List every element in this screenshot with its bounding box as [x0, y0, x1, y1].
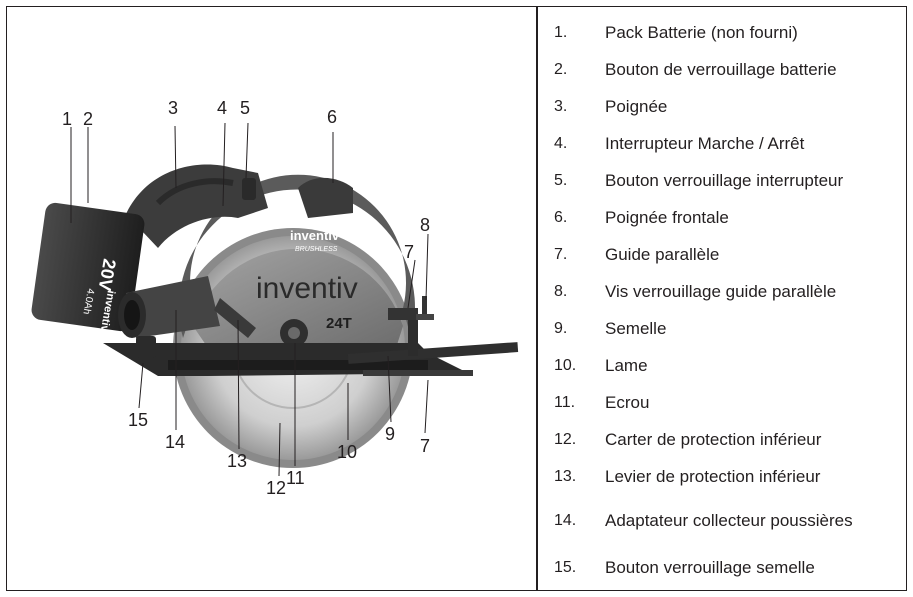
- legend-number: 10.: [554, 357, 577, 374]
- battery-capacity: 4.0Ah: [81, 287, 96, 315]
- legend-number: 7.: [554, 246, 568, 263]
- callout-2: 2: [83, 109, 93, 129]
- legend-item: 1. Pack Batterie (non fourni): [538, 22, 904, 44]
- legend-item: 3. Poignée: [538, 96, 904, 118]
- callout-11: 11: [286, 468, 305, 488]
- callout-13: 13: [227, 451, 247, 471]
- parts-legend: 1. Pack Batterie (non fourni) 2. Bouton …: [538, 8, 904, 589]
- legend-number: 14.: [554, 512, 577, 529]
- legend-label: Poignée frontale: [605, 208, 729, 227]
- legend-number: 8.: [554, 283, 568, 300]
- legend-item: 5. Bouton verrouillage interrupteur: [538, 170, 904, 192]
- legend-number: 1.: [554, 24, 568, 41]
- legend-number: 3.: [554, 98, 568, 115]
- callout-15: 15: [128, 410, 148, 430]
- callout-7-bottom: 7: [420, 436, 430, 456]
- legend-label: Bouton de verrouillage batterie: [605, 60, 837, 79]
- legend-label: Bouton verrouillage semelle: [605, 558, 815, 577]
- callout-10: 10: [337, 442, 357, 462]
- legend-label: Guide parallèle: [605, 245, 720, 264]
- battery-pack: 20V 4.0Ah inventiv: [31, 202, 145, 333]
- parallel-guide: [347, 308, 519, 376]
- legend-label: Pack Batterie (non fourni): [605, 23, 798, 42]
- legend-item: 13. Levier de protection inférieur: [538, 466, 904, 488]
- legend-item: 11. Ecrou: [538, 392, 904, 414]
- legend-label: Vis verrouillage guide parallèle: [605, 282, 837, 301]
- guide-lock-screw: [416, 296, 434, 320]
- saw-drawing: 20V 4.0Ah inventiv inventiv BRUSHLESS in…: [31, 98, 519, 498]
- legend-label: Ecrou: [605, 393, 650, 412]
- legend-number: 13.: [554, 468, 577, 485]
- legend-label: Semelle: [605, 319, 667, 338]
- legend-item: 10. Lame: [538, 355, 904, 377]
- legend-label: Lame: [605, 356, 648, 375]
- legend-label: Levier de protection inférieur: [605, 467, 821, 486]
- guard-brand-top: inventiv: [290, 228, 340, 243]
- callout-1: 1: [62, 109, 72, 129]
- legend-number: 6.: [554, 209, 568, 226]
- legend-item: 8. Vis verrouillage guide parallèle: [538, 281, 904, 303]
- legend-item: 15. Bouton verrouillage semelle: [538, 557, 904, 579]
- callout-14: 14: [165, 432, 185, 452]
- base-lock-button: [136, 336, 156, 358]
- guard-brand-main: inventiv: [256, 272, 358, 305]
- legend-number: 4.: [554, 135, 568, 152]
- legend-label: Interrupteur Marche / Arrêt: [605, 134, 805, 153]
- callout-7-top: 7: [404, 242, 414, 262]
- base-plate: [103, 343, 468, 376]
- legend-label: Bouton verrouillage interrupteur: [605, 171, 844, 190]
- legend-label: Poignée: [605, 97, 668, 116]
- legend-item: 2. Bouton de verrouillage batterie: [538, 59, 904, 81]
- dust-adaptor: [118, 276, 220, 338]
- saw-illustration: 20V 4.0Ah inventiv inventiv BRUSHLESS in…: [8, 8, 535, 589]
- legend-label: Carter de protection inférieur: [605, 430, 822, 449]
- legend-number: 15.: [554, 559, 577, 576]
- legend-item: 4. Interrupteur Marche / Arrêt: [538, 133, 904, 155]
- legend-item: 7. Guide parallèle: [538, 244, 904, 266]
- leader-lines: [70, 122, 429, 477]
- callout-12: 12: [266, 478, 286, 498]
- callout-6: 6: [327, 107, 337, 127]
- legend-item: 12. Carter de protection inférieur: [538, 429, 904, 451]
- main-handle: [126, 164, 268, 248]
- teeth-label: 24T: [326, 315, 352, 332]
- callout-9: 9: [385, 424, 395, 444]
- column-divider: [536, 6, 538, 591]
- switch-lock-button: [242, 178, 256, 200]
- legend-item: 14. Adaptateur collecteur poussières: [538, 499, 904, 543]
- handle-grip: [155, 178, 234, 206]
- callout-8: 8: [420, 215, 430, 235]
- legend-number: 11.: [554, 394, 576, 411]
- callout-5: 5: [240, 98, 250, 118]
- legend-number: 5.: [554, 172, 568, 189]
- legend-item: 6. Poignée frontale: [538, 207, 904, 229]
- front-handle: [298, 177, 353, 218]
- guard-brand-sub: BRUSHLESS: [295, 246, 338, 253]
- legend-number: 2.: [554, 61, 568, 78]
- legend-number: 12.: [554, 431, 577, 448]
- legend-label: Adaptateur collecteur poussières: [605, 511, 853, 530]
- callout-4: 4: [217, 98, 227, 118]
- guard-lever: [214, 298, 256, 338]
- legend-number: 9.: [554, 320, 568, 337]
- legend-item: 9. Semelle: [538, 318, 904, 340]
- outer-frame: [6, 6, 907, 591]
- callout-3: 3: [168, 98, 178, 118]
